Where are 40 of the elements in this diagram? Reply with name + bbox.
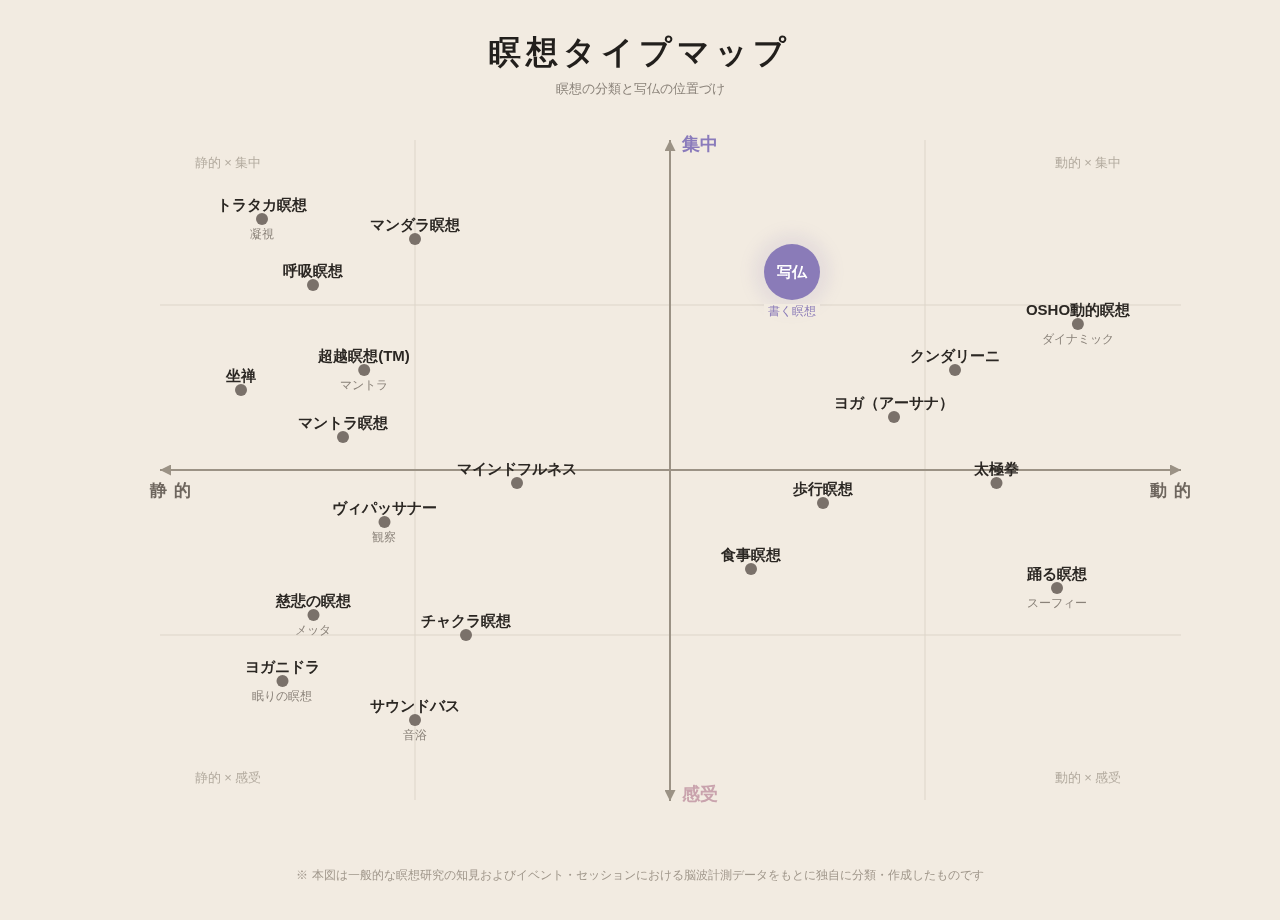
node-label: マンダラ瞑想 (370, 216, 460, 234)
node-caption: 観察 (372, 530, 396, 544)
node-label: 食事瞑想 (721, 546, 781, 564)
node-label: マントラ瞑想 (298, 414, 388, 432)
node-label: クンダリーニ (910, 347, 1000, 365)
node-label: 超越瞑想(TM) (318, 347, 410, 365)
node-label: マインドフルネス (457, 460, 577, 478)
footnote: ※ 本図は一般的な瞑想研究の知見およびイベント・セッションにおける脳波計測データをもとに独自に分類・作成したものです (296, 867, 984, 883)
subtitle: 瞑想の分類と写仏の位置づけ (555, 81, 725, 97)
node-caption: 音浴 (403, 728, 427, 742)
axis-label: 感受 (682, 783, 718, 805)
node-caption: マントラ (340, 378, 388, 392)
node-caption: メッタ (295, 623, 331, 637)
node-label: OSHO動的瞑想 (1025, 301, 1131, 319)
node-caption: スーフィー (1027, 596, 1087, 610)
quadrant-label: 動的 × 感受 (1054, 770, 1122, 786)
node-label: 歩行瞑想 (793, 480, 853, 498)
node-label: 坐禅 (226, 367, 256, 385)
title: 瞑想タイプマップ (489, 33, 791, 71)
node-caption: ダイナミック (1042, 332, 1114, 346)
node-label: ヴィパッサナー (331, 499, 437, 517)
node-caption: 書く瞑想 (764, 304, 820, 318)
axis-label: 動 的 (1150, 481, 1192, 501)
node-label: 太極拳 (973, 460, 1019, 478)
node-label: ヨガ（アーサナ） (834, 394, 954, 412)
quadrant-label: 静的 × 集中 (194, 155, 262, 171)
axis-label: 集中 (682, 133, 718, 155)
node-label: 踊る瞑想 (1027, 565, 1087, 583)
node-label: 写仏 (777, 263, 807, 281)
node-label: 呼吸瞑想 (283, 262, 343, 280)
node-label: チャクラ瞑想 (421, 612, 511, 630)
node-label: サウンドバス (370, 697, 460, 715)
quadrant-label: 動的 × 集中 (1054, 155, 1122, 171)
node-label: トラタカ瞑想 (217, 196, 307, 214)
axis-label: 静 的 (150, 481, 192, 501)
node-caption: 凝視 (250, 227, 274, 241)
quadrant-label: 静的 × 感受 (194, 770, 262, 786)
node-label: ヨガニドラ (244, 658, 320, 676)
node-label: 慈悲の瞑想 (275, 592, 351, 610)
node-caption: 眠りの瞑想 (252, 689, 312, 703)
